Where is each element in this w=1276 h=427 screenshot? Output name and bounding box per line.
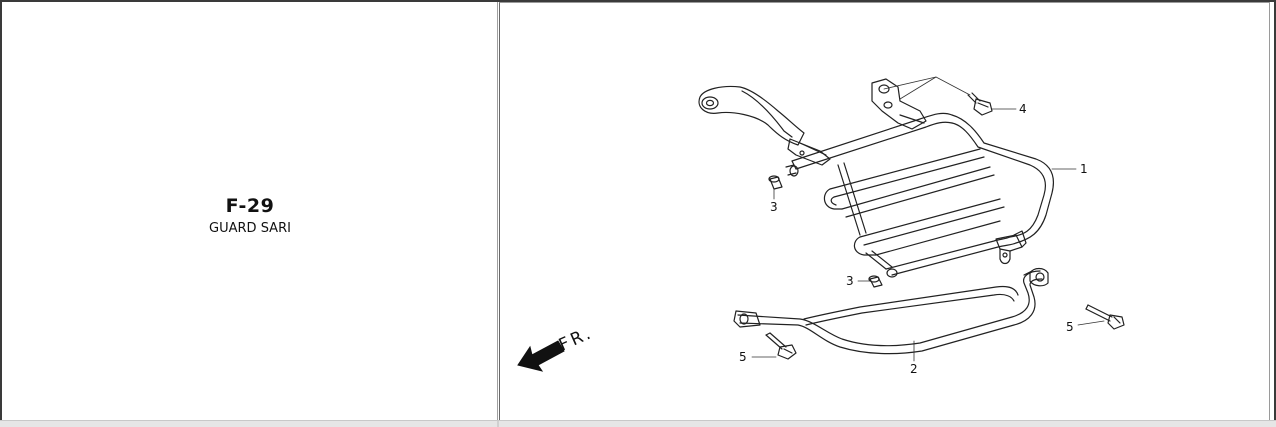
callout-3-upper: 3: [770, 200, 778, 214]
part-4-bolt: [967, 92, 993, 116]
callout-4: 4: [1019, 102, 1027, 116]
callout-5-right: 5: [1066, 320, 1074, 334]
part-1-guard-frame: [698, 78, 1055, 278]
part-3-plug-upper: [768, 175, 783, 190]
front-direction-arrow-icon: [517, 340, 565, 372]
right-mount-bracket: [871, 78, 927, 130]
caption-panel: F-29 GUARD SARI: [2, 2, 498, 420]
bottom-strip-divider: [497, 421, 499, 427]
part-5-bolt-left: [765, 332, 797, 360]
diagram-panel: 4 1 3 3 2 5 5 FR.: [499, 2, 1270, 420]
callout-5-left: 5: [739, 350, 747, 364]
page-code: F-29: [225, 195, 275, 217]
part-2-lower-guard: [733, 267, 1049, 355]
bottom-scroll-strip: [0, 420, 1276, 427]
page-title: GUARD SARI: [209, 221, 291, 236]
callout-1: 1: [1080, 162, 1088, 176]
front-direction-label: FR.: [556, 323, 596, 356]
parts-diagram: 4 1 3 3 2 5 5 FR.: [517, 76, 1125, 376]
part-5-bolt-right: [1085, 304, 1125, 330]
left-mount-stay: [698, 85, 805, 146]
callout-3-lower: 3: [846, 274, 854, 288]
callout-2: 2: [910, 362, 918, 376]
leader-lines: [751, 76, 1105, 362]
part-3-plug-lower: [868, 275, 883, 288]
